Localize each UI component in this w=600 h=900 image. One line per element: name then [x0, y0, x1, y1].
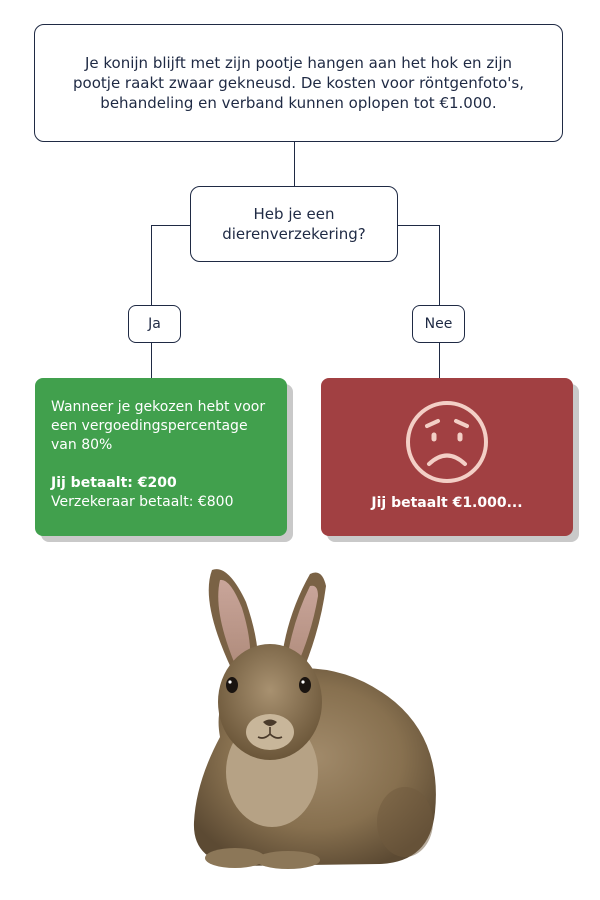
connector-right-down — [439, 225, 440, 305]
connector-question-left — [151, 225, 191, 226]
scenario-box: Je konijn blijft met zijn pootje hangen … — [34, 24, 563, 142]
answer-no-label: Nee — [424, 316, 453, 332]
answer-no-box: Nee — [412, 305, 465, 343]
rabbit-icon — [193, 569, 436, 869]
outcome-yes-insurer-pays: Verzekeraar betaalt: €800 — [51, 494, 234, 510]
connector-scenario-question — [294, 142, 295, 186]
sad-face-icon — [406, 401, 488, 483]
outcome-yes-you-pay: Jij betaalt: €200 — [51, 475, 177, 491]
question-box: Heb je een dierenverzekering? — [190, 186, 398, 262]
connector-left-down — [151, 225, 152, 305]
scenario-text: Je konijn blijft met zijn pootje hangen … — [73, 54, 524, 112]
connector-yes-outcome — [151, 343, 152, 378]
outcome-yes-box: Wanneer je gekozen hebt voor een vergoed… — [35, 378, 287, 536]
outcome-no-you-pay: Jij betaalt €1.000... — [371, 495, 523, 511]
outcome-yes-description: Wanneer je gekozen hebt voor een vergoed… — [51, 399, 266, 453]
outcome-no-box: Jij betaalt €1.000... — [321, 378, 573, 536]
answer-yes-label: Ja — [148, 316, 161, 332]
connector-no-outcome — [439, 343, 440, 378]
answer-yes-box: Ja — [128, 305, 181, 343]
question-text: Heb je een dierenverzekering? — [222, 205, 366, 243]
connector-question-right — [397, 225, 440, 226]
